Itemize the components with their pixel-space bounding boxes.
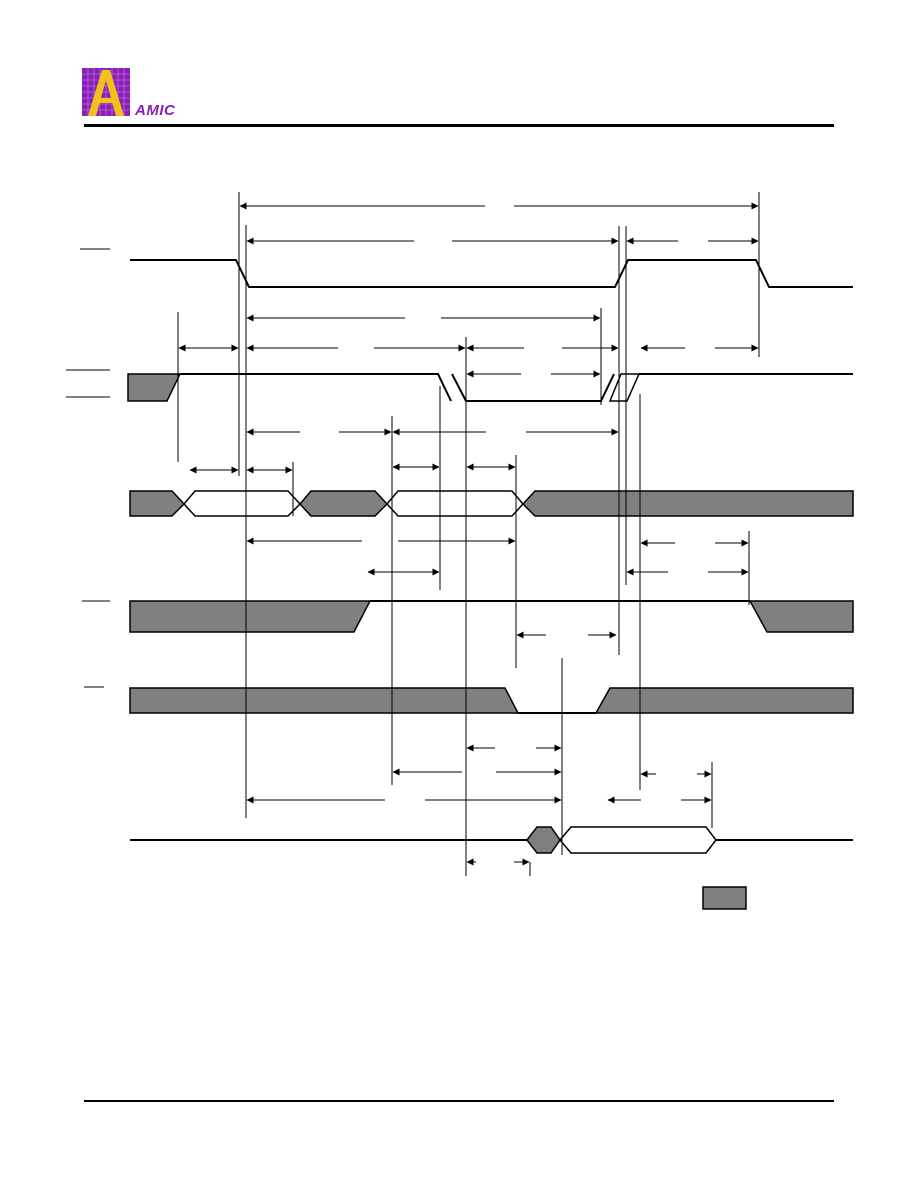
signal-6-waveform xyxy=(130,826,853,854)
timing-arrows xyxy=(178,202,759,866)
signal-label-overbars xyxy=(66,248,110,688)
signal-3-waveform xyxy=(129,490,854,517)
logo-text: AMIC xyxy=(135,102,176,119)
footer-rule xyxy=(84,1100,834,1102)
company-logo xyxy=(80,66,190,120)
header-rule xyxy=(84,124,834,127)
legend-swatch xyxy=(702,886,747,910)
logo-mark-icon xyxy=(82,68,130,116)
signal-1-waveform xyxy=(130,259,853,288)
reference-lines xyxy=(177,192,760,876)
signal-2-waveform xyxy=(127,373,853,402)
signal-4-waveform xyxy=(129,600,854,633)
signal-5-waveform xyxy=(129,687,854,714)
